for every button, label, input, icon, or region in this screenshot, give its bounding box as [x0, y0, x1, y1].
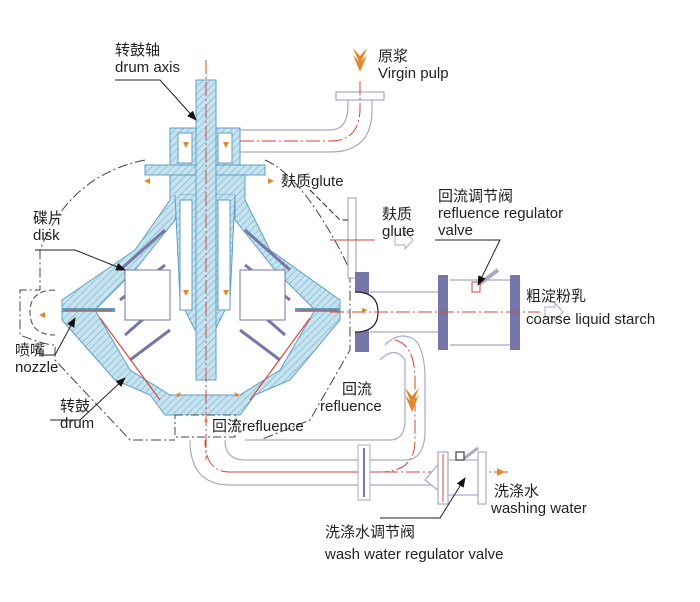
return-channel-right	[249, 317, 311, 401]
refluence-centerline	[204, 339, 416, 473]
washing-water-zh: 洗涤水	[494, 483, 540, 500]
inlet-centerline	[240, 80, 361, 142]
label-drum-axis: 转鼓轴 drum axis	[115, 42, 180, 76]
refluence-right-zh: 回流	[342, 381, 373, 398]
virgin-pulp-en: Virgin pulp	[378, 65, 449, 82]
leader-drum	[50, 377, 126, 421]
leader-nozzle	[40, 317, 76, 356]
coarse-starch-zh: 粗淀粉乳	[526, 288, 587, 305]
feed-chamber-right	[217, 132, 233, 164]
nozzle-zh: 喷嘴	[15, 342, 46, 359]
leader-drum-axis	[115, 79, 197, 121]
disk-plate-left	[124, 269, 171, 321]
label-glute-side: 麸质 glute	[382, 206, 415, 240]
label-glute-top: 麸质glute	[281, 173, 344, 190]
label-disk: 碟片 disk	[33, 210, 63, 244]
disk-en: disk	[33, 227, 60, 244]
refluence-down-arrow	[405, 388, 419, 405]
drum-zh: 转鼓	[60, 398, 91, 415]
wash-valve-en: wash water regulator valve	[325, 546, 504, 563]
label-refluence-regulator-valve: 回流调节阀 refluence regulator valve	[438, 188, 563, 239]
casing-outline-right	[259, 159, 351, 441]
label-nozzle: 喷嘴 nozzle	[15, 342, 58, 376]
glute-side-en: glute	[382, 223, 415, 240]
leader-glute	[309, 189, 348, 221]
feed-chamber-left	[177, 132, 193, 164]
inlet-pipe	[240, 91, 385, 153]
return-channel-left	[99, 317, 161, 401]
label-washing-water: 洗涤水 washing water	[491, 483, 587, 517]
leader-refluence-valve	[435, 239, 501, 286]
disk-plate-right	[239, 269, 286, 321]
refluence-bottom-en: refluence	[242, 418, 304, 435]
refluence-valve-zh: 回流调节阀	[438, 188, 514, 205]
refluence-valve-en2: valve	[438, 222, 474, 239]
label-virgin-pulp: 原浆 Virgin pulp	[378, 48, 449, 82]
coarse-starch-en: coarse liquid starch	[526, 311, 656, 328]
starch-outflow-arrow	[544, 301, 564, 323]
washing-water-en: washing water	[491, 500, 587, 517]
leader-wash-valve	[380, 477, 466, 519]
refluence-valve-en1: refluence regulator	[438, 205, 564, 222]
distributor-channel-left	[179, 199, 193, 311]
flow-arrows	[39, 48, 505, 476]
virgin-pulp-zh: 原浆	[378, 48, 409, 65]
nozzle-chamber	[29, 289, 56, 336]
label-coarse-liquid-starch: 粗淀粉乳 coarse liquid starch	[526, 288, 655, 328]
refluence-right-en: refluence	[320, 398, 382, 415]
casing-outline	[19, 159, 175, 441]
glute-top-zh: 麸质	[281, 173, 312, 190]
disk-zh: 碟片	[33, 210, 64, 227]
refluence-pipe	[189, 335, 440, 486]
drum-axis-en: drum axis	[115, 59, 181, 76]
leader-lines	[35, 79, 501, 519]
drum-axis-zh: 转鼓轴	[115, 42, 161, 59]
glute-outflow-arrow	[394, 229, 414, 251]
drum-en: drum	[60, 415, 95, 432]
label-refluence-right: 回流 refluence	[320, 381, 382, 415]
glute-top-en: glute	[311, 173, 344, 190]
label-drum: 转鼓 drum	[60, 398, 94, 432]
refluence-bottom-zh: 回流	[212, 418, 243, 435]
wash-valve-zh: 洗涤水调节阀	[325, 524, 416, 541]
leader-disk	[35, 249, 126, 271]
wash-water-regulator-valve	[424, 446, 487, 505]
bottom-base	[174, 414, 236, 438]
glute-outlet	[347, 197, 357, 279]
label-wash-water-regulator-valve: 洗涤水调节阀 wash water regulator valve	[325, 524, 503, 563]
refluence-regulator-valve-handle	[471, 268, 500, 293]
glute-side-zh: 麸质	[382, 206, 413, 223]
distributor-channel-right	[217, 199, 231, 311]
virgin-pulp-arrow	[353, 48, 367, 65]
washing-water-arrow	[497, 468, 505, 476]
label-refluence-bottom: 回流refluence	[212, 418, 304, 435]
nozzle-en: nozzle	[15, 359, 59, 376]
